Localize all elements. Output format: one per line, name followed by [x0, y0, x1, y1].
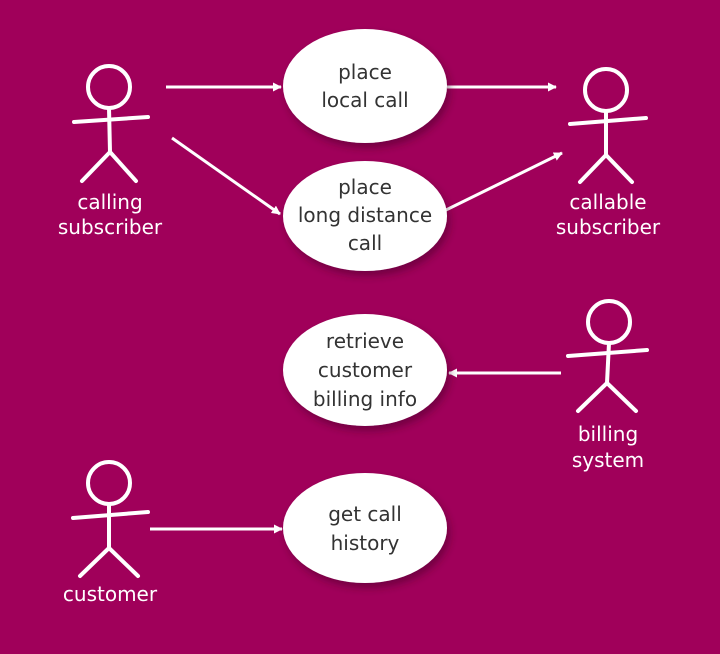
usecase-label-line1: get call [328, 502, 402, 526]
usecase-label-line3: billing info [313, 387, 417, 411]
stick-figure-icon [566, 299, 649, 413]
actor-label-line1: callable [569, 190, 646, 214]
usecase-place-local-call: place local call [283, 29, 447, 143]
actor-customer: customer [63, 460, 158, 606]
usecase-place-long-distance-call: place long distance call [283, 161, 447, 271]
stick-figure-icon [71, 460, 150, 578]
actor-billing-system: billing system [566, 299, 649, 472]
actor-label-line2: system [572, 448, 644, 472]
usecase-label-line2: customer [318, 358, 413, 382]
usecase-retrieve-customer-billing-info: retrieve customer billing info [283, 314, 447, 426]
stick-figure-icon [568, 67, 648, 184]
usecase-label-line1: place [338, 175, 392, 199]
arrow-long-distance-to-callable [445, 151, 563, 212]
arrow-caller-to-long-distance-call [171, 136, 281, 216]
actor-label-line1: billing [578, 422, 638, 446]
actor-label-line1: calling [77, 190, 142, 214]
usecase-ellipse [283, 29, 447, 143]
usecase-label-line2: history [331, 531, 400, 555]
usecase-ellipse [283, 473, 447, 583]
usecase-label-line3: call [348, 231, 382, 255]
usecase-ellipse [283, 314, 447, 426]
actor-label-line2: subscriber [556, 215, 661, 239]
usecase-label-line2: local call [321, 88, 408, 112]
usecase-ellipse [283, 161, 447, 271]
usecase-label-line1: place [338, 60, 392, 84]
usecase-label-line2: long distance [298, 203, 432, 227]
actor-callable-subscriber: callable subscriber [556, 67, 661, 239]
stick-figure-icon [72, 64, 150, 183]
actor-calling-subscriber: calling subscriber [58, 64, 163, 239]
usecase-label-line1: retrieve [326, 329, 404, 353]
actor-label: customer [63, 582, 158, 606]
actor-label-line2: subscriber [58, 215, 163, 239]
usecase-get-call-history: get call history [283, 473, 447, 583]
